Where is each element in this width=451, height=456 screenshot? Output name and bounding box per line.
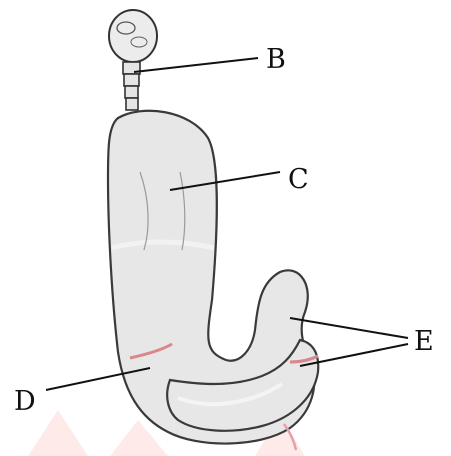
suspensor	[109, 10, 157, 110]
label-b: B	[266, 44, 286, 75]
label-c: C	[288, 164, 309, 195]
label-d: D	[14, 386, 36, 417]
label-e: E	[414, 326, 434, 357]
leader-e1	[290, 318, 408, 338]
suspensor-basal-cell	[109, 10, 157, 62]
leader-b	[134, 58, 258, 72]
leader-lines	[46, 58, 408, 390]
